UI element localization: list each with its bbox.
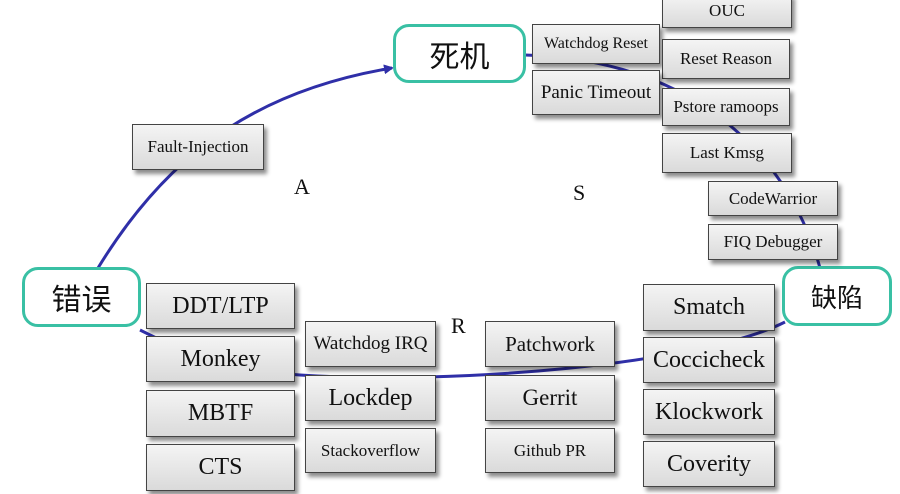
tool-patchwork: Patchwork [485,321,615,367]
tool-fiq-debugger: FIQ Debugger [708,224,838,260]
tool-smatch: Smatch [643,284,775,331]
tool-github-pr: Github PR [485,428,615,473]
tool-ouc: OUC [662,0,792,28]
tool-pstore-ramoops: Pstore ramoops [662,88,790,126]
tool-reset-reason: Reset Reason [662,39,790,79]
tool-watchdog-reset: Watchdog Reset [532,24,660,64]
tool-panic-timeout: Panic Timeout [532,70,660,115]
tool-gerrit: Gerrit [485,375,615,421]
tool-last-kmsg: Last Kmsg [662,133,792,173]
label-a: A [294,174,310,199]
label-r: R [451,313,466,338]
tool-lockdep: Lockdep [305,375,436,421]
node-error: 错误 [22,267,141,327]
node-death: 死机 [393,24,526,83]
tool-ddt-ltp: DDT/LTP [146,283,295,329]
tool-klockwork: Klockwork [643,389,775,435]
node-defect: 缺陷 [782,266,892,326]
tool-codewarrior: CodeWarrior [708,181,838,216]
tool-fault-injection: Fault-Injection [132,124,264,170]
tool-watchdog-irq: Watchdog IRQ [305,321,436,367]
tool-coccicheck: Coccicheck [643,337,775,383]
tool-mbtf: MBTF [146,390,295,437]
label-s: S [573,180,586,205]
tool-stackoverflow: Stackoverflow [305,428,436,473]
tool-monkey: Monkey [146,336,295,382]
tool-coverity: Coverity [643,441,775,487]
tool-cts: CTS [146,444,295,491]
